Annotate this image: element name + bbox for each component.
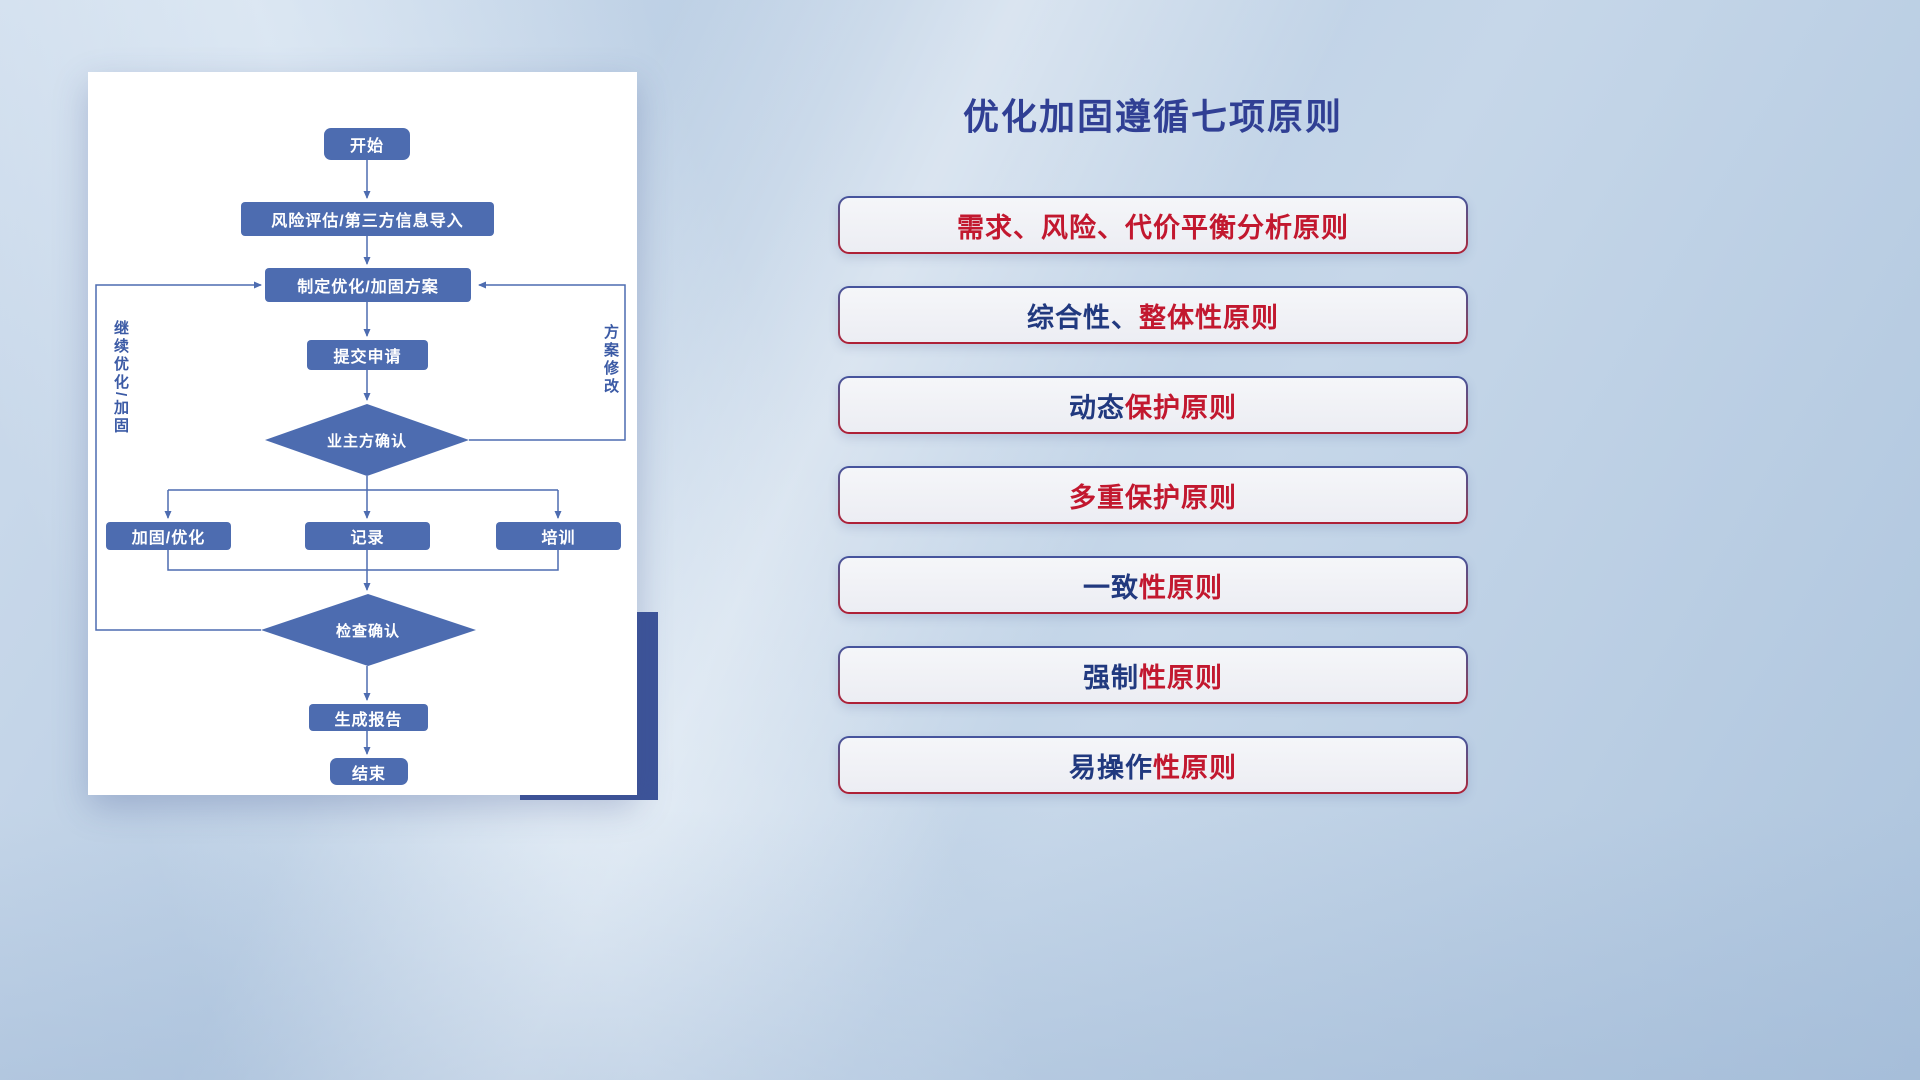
flow-node-submit: 提交申请 xyxy=(307,340,428,370)
flow-label-continue-loop: 继续优化/加固 xyxy=(112,320,129,436)
principle-item: 易操作性原则 xyxy=(838,736,1468,794)
principle-label: 多重保护原则 xyxy=(1069,482,1237,513)
principle-item: 综合性、整体性原则 xyxy=(838,286,1468,344)
principle-label: 易操作性原则 xyxy=(1069,752,1237,783)
principles-panel: 优化加固遵循七项原则 需求、风险、代价平衡分析原则 综合性、整体性原则 动态保护… xyxy=(838,88,1468,826)
principle-label: 强制性原则 xyxy=(1083,662,1223,693)
flow-node-risk-import: 风险评估/第三方信息导入 xyxy=(241,202,494,236)
flow-node-training: 培训 xyxy=(496,522,621,550)
principle-item: 多重保护原则 xyxy=(838,466,1468,524)
principles-list: 需求、风险、代价平衡分析原则 综合性、整体性原则 动态保护原则 多重保护原则 一… xyxy=(838,196,1468,794)
principle-item-inner: 一致性原则 xyxy=(840,558,1466,612)
principle-item: 一致性原则 xyxy=(838,556,1468,614)
flow-node-plan: 制定优化/加固方案 xyxy=(265,268,471,302)
principle-item-inner: 综合性、整体性原则 xyxy=(840,288,1466,342)
principle-item-inner: 易操作性原则 xyxy=(840,738,1466,792)
principle-label: 动态保护原则 xyxy=(1069,392,1237,423)
principle-label: 综合性、整体性原则 xyxy=(1027,302,1279,333)
flow-node-start: 开始 xyxy=(324,128,410,160)
principle-label: 需求、风险、代价平衡分析原则 xyxy=(957,212,1349,243)
panel-title: 优化加固遵循七项原则 xyxy=(962,96,1343,137)
principle-item: 强制性原则 xyxy=(838,646,1468,704)
flow-node-record: 记录 xyxy=(305,522,430,550)
principle-item: 需求、风险、代价平衡分析原则 xyxy=(838,196,1468,254)
flow-node-owner-confirm-label: 业主方确认 xyxy=(326,432,407,450)
flow-node-report: 生成报告 xyxy=(309,704,428,731)
flow-node-end: 结束 xyxy=(330,758,408,785)
principle-item-inner: 需求、风险、代价平衡分析原则 xyxy=(840,198,1466,252)
principle-item-inner: 强制性原则 xyxy=(840,648,1466,702)
principle-item: 动态保护原则 xyxy=(838,376,1468,434)
principle-item-inner: 动态保护原则 xyxy=(840,378,1466,432)
flowchart-card: 开始 风险评估/第三方信息导入 制定优化/加固方案 提交申请 业主方确认 加固/… xyxy=(88,72,637,795)
principle-label: 一致性原则 xyxy=(1083,572,1223,603)
flow-node-harden: 加固/优化 xyxy=(106,522,231,550)
principle-item-inner: 多重保护原则 xyxy=(840,468,1466,522)
flow-label-plan-revision: 方案修改 xyxy=(602,324,619,396)
flow-node-check-confirm-label: 检查确认 xyxy=(335,622,400,640)
